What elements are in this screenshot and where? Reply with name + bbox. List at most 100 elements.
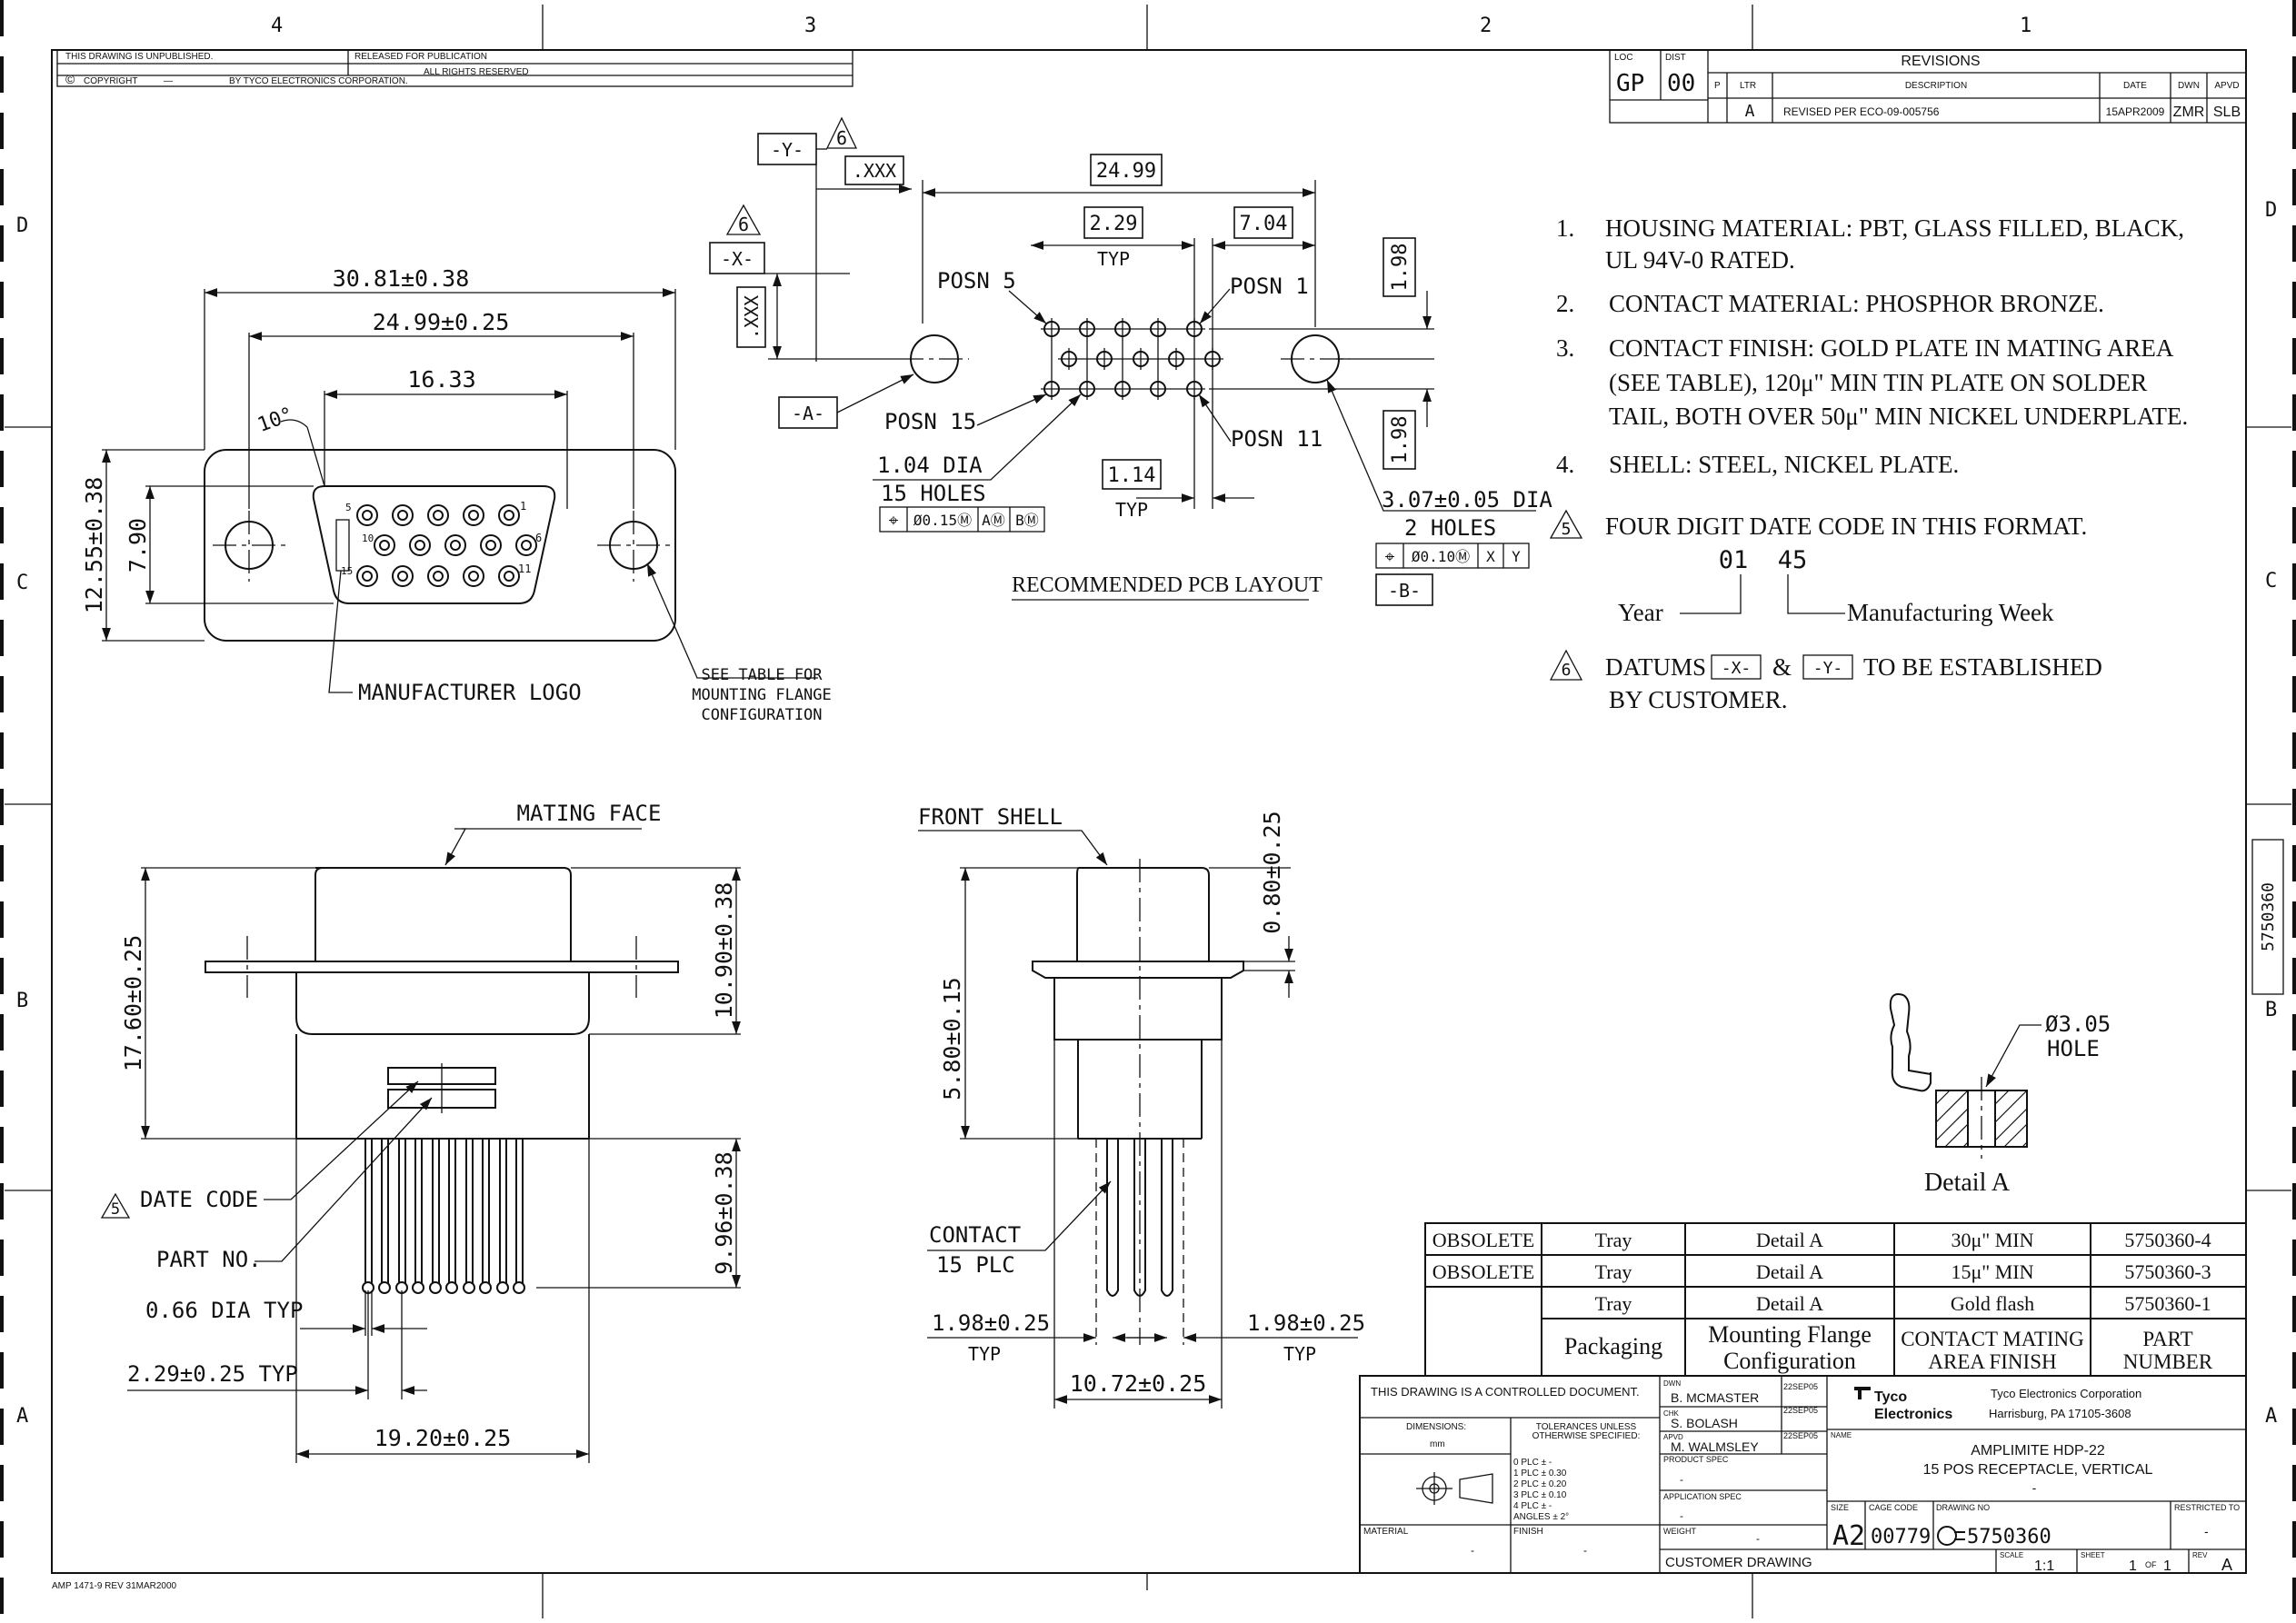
posn-1-label: POSN 1 — [1230, 274, 1309, 299]
posn-5-label: POSN 5 — [937, 268, 1016, 294]
tolerances-label-2: OTHERWISE SPECIFIED: — [1532, 1431, 1641, 1441]
note-5: 5 FOUR DIGIT DATE CODE IN THIS FORMAT. 0… — [1549, 509, 2087, 626]
sheet-label: SHEET — [2081, 1551, 2105, 1559]
sheet-count: 1 — [2163, 1558, 2171, 1574]
connector-front-view: 5 1 10 6 15 11 30.81±0.38 24.99±0.25 16.… — [81, 265, 832, 724]
released-note: RELEASED FOR PUBLICATION — [354, 52, 487, 62]
flag-triangle-icon — [100, 1192, 131, 1219]
size-label: SIZE — [1831, 1503, 1849, 1512]
fcf-holes-datum-a: AⓂ — [982, 512, 1005, 529]
copyright-owner: BY TYCO ELECTRONICS CORPORATION. — [229, 76, 408, 86]
note-5-text: FOUR DIGIT DATE CODE IN THIS FORMAT. — [1605, 513, 2087, 540]
revisions-title: REVISIONS — [1901, 54, 1980, 69]
application-spec-label: APPLICATION SPEC — [1663, 1492, 1742, 1501]
row-offset-typ: TYP — [1115, 499, 1148, 521]
header-part-1: PART — [2142, 1328, 2192, 1350]
dim-shell-height: 5.80±0.15 — [939, 977, 965, 1100]
cage-code: 00779 — [1871, 1526, 1931, 1548]
restricted-label: RESTRICTED TO — [2174, 1503, 2240, 1512]
connector-side-view: MATING FACE 17.60±0.25 10.90±0.38 9.96±0… — [100, 801, 741, 1463]
zone-row-d-left: D — [16, 214, 28, 237]
form-number: AMP 1471-9 REV 31MAR2000 — [52, 1581, 177, 1591]
tolerances-label-1: TOLERANCES UNLESS — [1536, 1422, 1637, 1432]
loc-label: LOC — [1614, 53, 1633, 63]
date-code-week-label: Manufacturing Week — [1847, 599, 2054, 626]
note-1-line-1: HOUSING MATERIAL: PBT, GLASS FILLED, BLA… — [1605, 214, 2184, 242]
detail-a: Ø3.05 HOLE Detail A — [1889, 993, 2111, 1197]
datum-y-label: -Y- — [771, 139, 804, 161]
note-6-datums: DATUMS — [1605, 653, 1706, 681]
detail-a-caption: Detail A — [1924, 1169, 2011, 1197]
material-label: MATERIAL — [1363, 1527, 1409, 1537]
dim-pcb-pitch: 2.29 — [1090, 213, 1138, 235]
dim-xxx-horizontal: .XXX — [853, 160, 896, 182]
loc-value: GP — [1616, 70, 1644, 97]
note-6-datum-x: -X- — [1722, 659, 1752, 678]
fcf-mounting-datum-y: Y — [1512, 548, 1521, 565]
scale-value: 1:1 — [2034, 1558, 2054, 1574]
name-label: NAME — [1831, 1431, 1852, 1439]
restricted-value: - — [2204, 1524, 2209, 1538]
note-6-flag: 6 — [1562, 661, 1572, 680]
pin-10-label: 10 — [362, 533, 374, 544]
position-tolerance-icon: ⌖ — [889, 511, 899, 531]
dwn-date: 22SEP05 — [1783, 1382, 1818, 1391]
date-code-year-value: 01 — [1719, 546, 1749, 574]
note-6-text-2: BY CUSTOMER. — [1609, 686, 1788, 713]
weight-label: WEIGHT — [1663, 1527, 1696, 1536]
row-3-finish: Gold flash — [1951, 1292, 2034, 1315]
datum-b-box — [1375, 573, 1433, 606]
company-name: Tyco Electronics Corporation — [1991, 1387, 2141, 1400]
note-3-line-1: CONTACT FINISH: GOLD PLATE IN MATING ARE… — [1609, 334, 2174, 362]
note-6-ampersand: & — [1772, 653, 1792, 681]
date-code-week-value: 45 — [1778, 546, 1808, 574]
solder-tails — [362, 1139, 525, 1294]
note-2-number: 2. — [1556, 290, 1574, 317]
row-1-status: OBSOLETE — [1433, 1229, 1534, 1251]
detail-hole-diameter: Ø3.05 — [2045, 1011, 2111, 1037]
general-notes: 1. HOUSING MATERIAL: PBT, GLASS FILLED, … — [1556, 214, 2188, 478]
date-code-year-label: Year — [1618, 599, 1663, 626]
chk-name: S. BOLASH — [1671, 1416, 1738, 1430]
fcf-mounting-tolerance: Ø0.10Ⓜ — [1412, 548, 1470, 565]
pin-15-label: 15 — [341, 565, 353, 577]
dim-pcb-offset: 7.04 — [1240, 213, 1288, 235]
tol-3-plc: 3 PLC ± 0.10 — [1513, 1490, 1567, 1500]
dimensions-units: mm — [1430, 1439, 1445, 1449]
tol-2-plc: 2 PLC ± 0.20 — [1513, 1479, 1567, 1489]
note-6: 6 DATUMS -X- & -Y- TO BE ESTABLISHED BY … — [1549, 649, 2102, 713]
rev-drawn: ZMR — [2173, 105, 2205, 120]
rev-value: A — [2221, 1556, 2232, 1574]
dim-row-offset: 1.14 — [1108, 464, 1156, 487]
dwn-name: B. MCMASTER — [1671, 1390, 1759, 1405]
dim-side-height: 17.60±0.25 — [120, 935, 146, 1072]
row-1-flange: Detail A — [1756, 1229, 1823, 1251]
datum-a-box — [778, 396, 838, 429]
dim-shell-width: 10.72±0.25 — [1070, 1370, 1207, 1397]
rev-col-p: P — [1714, 81, 1721, 91]
see-table-line-2: MOUNTING FLANGE — [692, 686, 832, 704]
dim-draft-angle: 10° — [255, 403, 296, 437]
header-packaging: Packaging — [1564, 1333, 1662, 1359]
tail-pitch-label: 2.29±0.25 TYP — [127, 1361, 298, 1387]
note-4-number: 4. — [1556, 451, 1574, 478]
row-2-status: OBSOLETE — [1433, 1260, 1534, 1283]
part-number-table: OBSOLETE Tray Detail A 30μ" MIN 5750360-… — [1424, 1222, 2247, 1377]
datum-a-label: -A- — [792, 403, 824, 424]
tail-diameter-label: 0.66 DIA TYP — [145, 1298, 303, 1323]
position-tolerance-icon: ⌖ — [1385, 547, 1395, 567]
part-no-label: PART NO. — [156, 1247, 262, 1272]
customer-drawing-icon — [1937, 1526, 1965, 1546]
sheet-number: 1 — [2129, 1558, 2137, 1574]
dim-tail-length: 9.96±0.38 — [711, 1151, 737, 1274]
see-table-line-1: SEE TABLE FOR — [701, 666, 823, 684]
row-2-part-number: 5750360-3 — [2124, 1260, 2211, 1283]
note-5-flag: 5 — [1562, 520, 1572, 539]
pcb-holes-count: 15 HOLES — [881, 481, 986, 506]
feature-control-frame-holes: ⌖ Ø0.15Ⓜ AⓂ BⓂ — [879, 506, 1045, 533]
dim-overall-width: 30.81±0.38 — [333, 265, 470, 292]
copyright-dash: — — [164, 76, 173, 86]
weight-value: - — [1756, 1532, 1760, 1545]
dim-face-width: 16.33 — [407, 366, 475, 393]
